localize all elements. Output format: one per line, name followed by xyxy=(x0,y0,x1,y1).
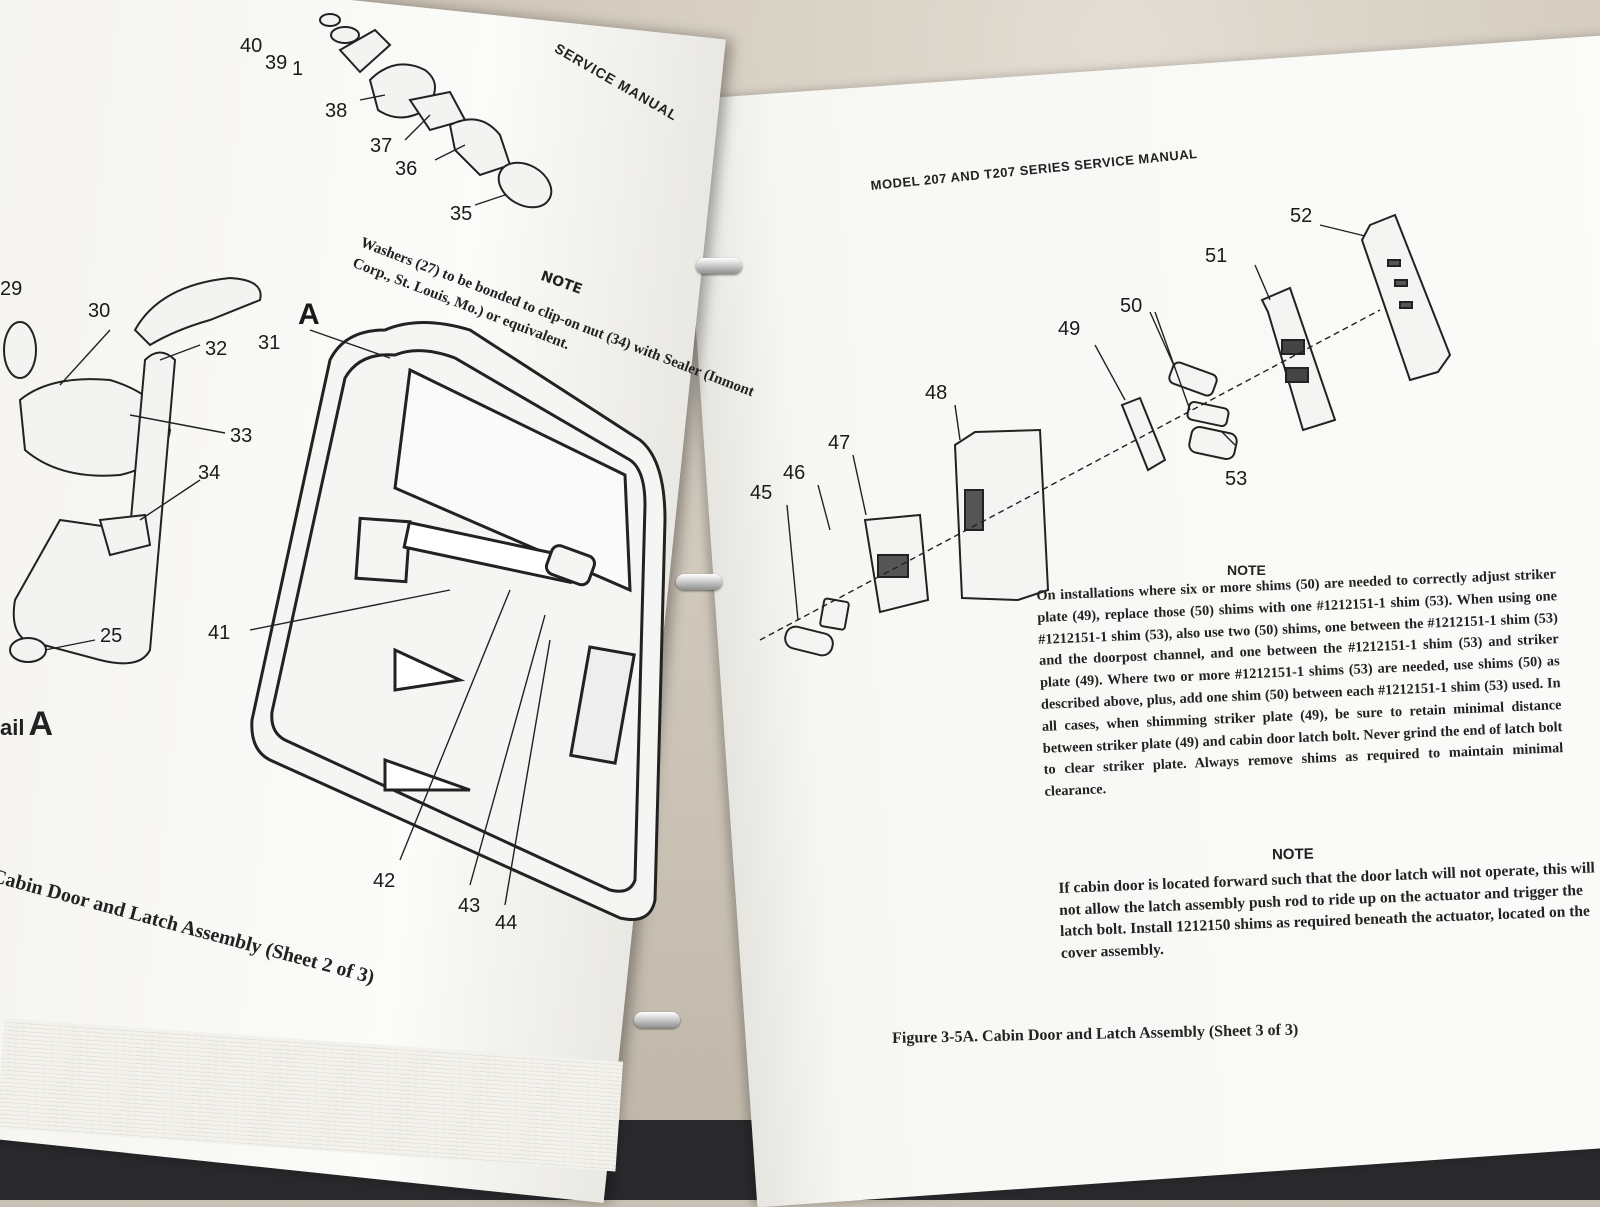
callout-46: 46 xyxy=(783,462,806,484)
channel-48 xyxy=(953,428,1050,602)
part-36 xyxy=(448,118,512,177)
callout-31: 31 xyxy=(258,332,281,354)
callout-34: 34 xyxy=(198,462,221,484)
detail-letter: A xyxy=(28,705,54,743)
callout-36: 36 xyxy=(395,158,418,180)
part-30 xyxy=(18,378,172,477)
striker-plate-49 xyxy=(1120,396,1167,472)
callout-33: 33 xyxy=(230,425,253,447)
callout-30: 30 xyxy=(88,300,111,322)
part-25 xyxy=(9,637,47,663)
latch-mechanism xyxy=(569,645,636,765)
callout-1: 1 xyxy=(292,58,304,80)
callout-37: 37 xyxy=(370,135,393,157)
detail-word: ail xyxy=(0,715,25,740)
callout-35: 35 xyxy=(450,203,473,225)
striker-hole xyxy=(1399,301,1413,309)
callout-50: 50 xyxy=(1120,295,1143,317)
callout-32: 32 xyxy=(205,338,228,360)
shim-50 xyxy=(1168,361,1218,397)
part-32-33 xyxy=(12,351,177,665)
binder-ring xyxy=(634,1012,680,1028)
part-29 xyxy=(3,321,37,379)
callout-25: 25 xyxy=(100,625,123,647)
callout-38: 38 xyxy=(325,100,348,122)
note-title: NOTE xyxy=(1227,562,1266,578)
shim-slot xyxy=(1281,339,1305,355)
callout-39: 39 xyxy=(265,52,288,74)
hinge xyxy=(354,516,412,584)
callout-47: 47 xyxy=(828,432,851,454)
shim-53-plate-51 xyxy=(1260,286,1337,432)
door-window xyxy=(393,367,632,593)
channel-slot xyxy=(964,489,984,531)
callout-52: 52 xyxy=(1290,205,1313,227)
shim-45 xyxy=(784,625,834,657)
shim-slot xyxy=(1285,367,1309,383)
part-40 xyxy=(319,13,341,27)
shim-50 xyxy=(1186,400,1230,428)
callout-48: 48 xyxy=(925,382,948,404)
shim-46 xyxy=(819,597,850,631)
callout-45: 45 xyxy=(750,482,773,504)
door-inner-frame xyxy=(270,349,647,893)
door-panel-triangle xyxy=(393,647,466,692)
view-letter: A xyxy=(298,298,320,331)
striker-hole xyxy=(1394,279,1408,287)
part-31 xyxy=(133,276,262,347)
part-1 xyxy=(338,28,392,74)
doorpost-channel-52 xyxy=(1360,213,1452,382)
part-39 xyxy=(330,26,360,44)
callout-44: 44 xyxy=(495,912,518,934)
binder-ring xyxy=(676,574,722,590)
door-panel-oval xyxy=(383,757,471,792)
striker-hole xyxy=(1387,259,1401,267)
part-35 xyxy=(497,161,553,209)
callout-43: 43 xyxy=(458,895,481,917)
callout-41: 41 xyxy=(208,622,231,644)
callout-51: 51 xyxy=(1205,245,1228,267)
latch-handle xyxy=(544,544,596,587)
callout-42: 42 xyxy=(373,870,396,892)
callout-29: 29 xyxy=(0,278,23,300)
part-34 xyxy=(98,513,152,557)
callout-53: 53 xyxy=(1225,468,1248,490)
callout-40: 40 xyxy=(240,35,263,57)
callout-49: 49 xyxy=(1058,318,1081,340)
plate-slot xyxy=(877,554,909,578)
binder-ring xyxy=(696,258,742,274)
